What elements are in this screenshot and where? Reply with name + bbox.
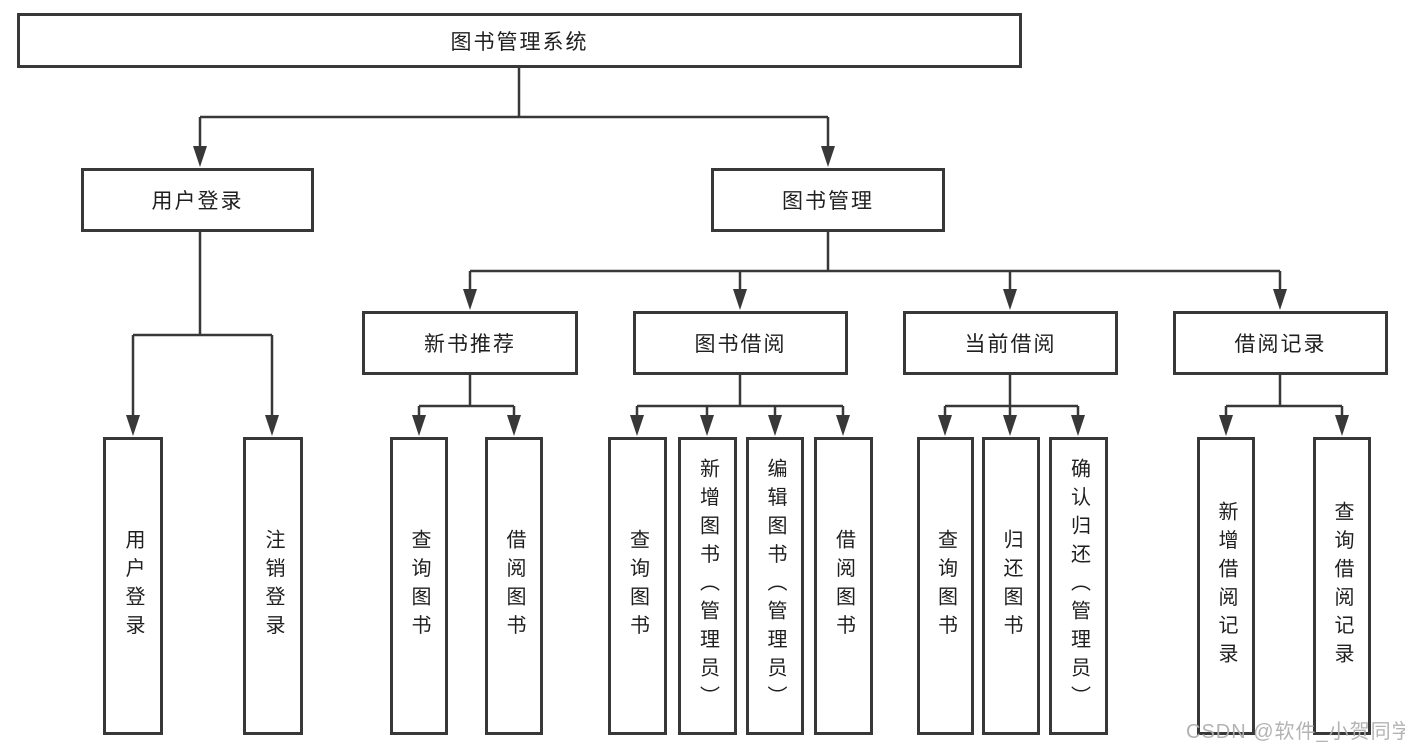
leaf-logout: 注销登录 — [243, 437, 303, 735]
leaf-borrow-books: 借阅图书 — [814, 437, 873, 735]
leaf-borrow-books-recommend: 借阅图书 — [485, 437, 543, 735]
node-label: 新增借阅记录 — [1215, 500, 1237, 672]
node-label: 查询图书 — [626, 529, 649, 643]
node-label: 用户登录 — [122, 529, 144, 643]
connector-book-borrowing-to-children — [630, 375, 850, 436]
leaf-add-book-admin: 新增图书（管理员） — [678, 437, 737, 735]
watermark: CSDN @软件_小贺同学 — [1186, 721, 1405, 743]
leaf-query-books-borrow: 查询图书 — [608, 437, 667, 735]
node-book-borrowing: 图书借阅 — [633, 311, 848, 375]
node-label: 注销登录 — [262, 529, 284, 643]
leaf-query-borrow-record: 查询借阅记录 — [1313, 437, 1371, 735]
node-book-management: 图书管理 — [711, 168, 945, 232]
node-label: 图书借阅 — [694, 333, 787, 356]
node-label: 图书管理系统 — [450, 30, 589, 54]
node-label: 用户登录 — [151, 190, 244, 213]
node-label: 归还图书 — [1000, 529, 1022, 643]
leaf-query-books-current: 查询图书 — [917, 437, 974, 735]
node-library-management-system: 图书管理系统 — [17, 13, 1022, 68]
node-current-borrowing: 当前借阅 — [903, 311, 1118, 375]
node-label: 新书推荐 — [424, 333, 516, 356]
leaf-return-books: 归还图书 — [982, 437, 1040, 735]
node-label: 确认归还（管理员） — [1067, 458, 1090, 714]
connector-user-login-to-children — [126, 232, 279, 436]
leaf-add-borrow-record: 新增借阅记录 — [1197, 437, 1255, 735]
node-label: 借阅图书 — [503, 529, 525, 643]
node-label: 编辑图书（管理员） — [764, 458, 786, 714]
node-label: 新增图书（管理员） — [696, 458, 719, 714]
leaf-edit-book-admin: 编辑图书（管理员） — [746, 437, 804, 735]
node-label: 查询图书 — [408, 529, 430, 643]
node-label: 图书管理 — [782, 190, 874, 213]
node-label: 当前借阅 — [964, 333, 1057, 356]
node-new-book-recommendation: 新书推荐 — [362, 311, 578, 375]
leaf-query-books-recommend: 查询图书 — [390, 437, 448, 735]
connector-current-borrowing-to-children — [938, 375, 1085, 436]
node-label: 借阅记录 — [1234, 333, 1327, 356]
node-label: 查询图书 — [934, 529, 957, 643]
leaf-user-login: 用户登录 — [103, 437, 163, 735]
connector-book-management-to-level3 — [463, 232, 1287, 310]
connector-new-book-recommendation-to-children — [412, 375, 521, 436]
node-label: 借阅图书 — [832, 529, 855, 643]
node-user-login: 用户登录 — [81, 168, 314, 232]
node-label: 查询借阅记录 — [1331, 500, 1353, 672]
connector-root-to-level2 — [193, 68, 835, 167]
leaf-confirm-return-admin: 确认归还（管理员） — [1049, 437, 1108, 735]
connector-borrowing-records-to-children — [1219, 375, 1349, 436]
node-borrowing-records: 借阅记录 — [1173, 311, 1388, 375]
